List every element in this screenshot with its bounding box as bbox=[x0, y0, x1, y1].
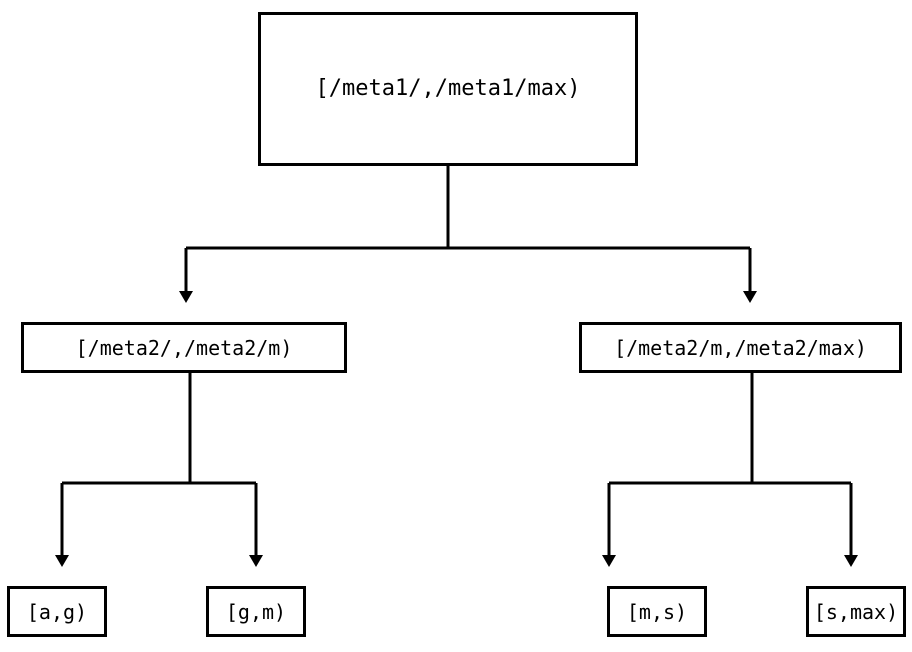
tree-node-leaf-gm[interactable]: [g,m) bbox=[206, 586, 306, 637]
arrowhead-leaf-gm-icon bbox=[249, 555, 263, 567]
tree-node-leaf-smax[interactable]: [s,max) bbox=[806, 586, 906, 637]
edge-root-to-level2 bbox=[179, 166, 757, 303]
tree-node-label: [m,s) bbox=[626, 599, 688, 624]
tree-node-label: [g,m) bbox=[225, 599, 287, 624]
tree-node-label: [/meta2/m,/meta2/max) bbox=[614, 335, 867, 360]
tree-node-leaf-ag[interactable]: [a,g) bbox=[7, 586, 107, 637]
arrowhead-leaf-ag-icon bbox=[55, 555, 69, 567]
arrowhead-meta2-high-icon bbox=[743, 291, 757, 303]
tree-node-label: [/meta2/,/meta2/m) bbox=[75, 335, 293, 360]
edge-meta2-low-to-leaves bbox=[55, 373, 263, 567]
tree-node-label: [s,max) bbox=[813, 599, 899, 624]
tree-node-root[interactable]: [/meta1/,/meta1/max) bbox=[258, 12, 638, 166]
tree-node-label: [/meta1/,/meta1/max) bbox=[315, 76, 581, 101]
arrowhead-meta2-low-icon bbox=[179, 291, 193, 303]
tree-node-meta2-high[interactable]: [/meta2/m,/meta2/max) bbox=[579, 322, 902, 373]
arrowhead-leaf-smax-icon bbox=[844, 555, 858, 567]
tree-node-leaf-ms[interactable]: [m,s) bbox=[607, 586, 707, 637]
edge-meta2-high-to-leaves bbox=[602, 373, 858, 567]
tree-node-meta2-low[interactable]: [/meta2/,/meta2/m) bbox=[21, 322, 347, 373]
arrowhead-leaf-ms-icon bbox=[602, 555, 616, 567]
tree-node-label: [a,g) bbox=[26, 599, 88, 624]
